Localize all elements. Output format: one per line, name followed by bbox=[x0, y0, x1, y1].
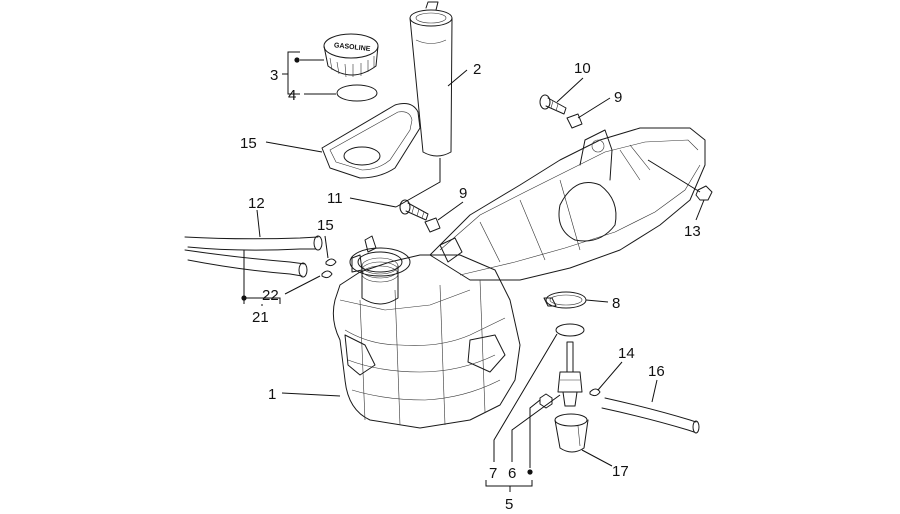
callout-21: 21 bbox=[252, 309, 269, 326]
nut-13 bbox=[695, 185, 713, 201]
clamp-14 bbox=[589, 388, 601, 397]
callout-13: 13 bbox=[684, 223, 701, 240]
leader-lines bbox=[241, 51, 705, 492]
filler-neck bbox=[349, 235, 411, 305]
bolt-11 bbox=[399, 199, 429, 221]
clip-nut-9-lower bbox=[424, 217, 441, 233]
fuel-cap: GASOLINE bbox=[323, 33, 379, 78]
filler-tray bbox=[321, 103, 421, 179]
clip-nut-9-upper bbox=[566, 113, 583, 129]
callout-11: 11 bbox=[327, 190, 343, 207]
callout-dot-3 bbox=[294, 57, 300, 63]
cap-o-ring bbox=[336, 84, 378, 102]
clamp-8 bbox=[543, 291, 587, 309]
callout-dot-21 bbox=[241, 295, 247, 301]
o-ring-7 bbox=[555, 323, 585, 337]
callout-4: 4 bbox=[288, 87, 296, 104]
callout-17: 17 bbox=[612, 463, 629, 480]
callout-10: 10 bbox=[574, 60, 591, 77]
callout-16: 16 bbox=[648, 363, 665, 380]
filler-tube bbox=[409, 1, 453, 157]
fuel-tap-6 bbox=[557, 341, 583, 407]
fuel-tank-body bbox=[332, 127, 706, 429]
callout-dot-5 bbox=[527, 469, 533, 475]
bolt-10 bbox=[539, 94, 567, 115]
callout-6: 6 bbox=[508, 465, 516, 482]
callout-15-lower: 15 bbox=[317, 217, 334, 234]
callout-2: 2 bbox=[473, 61, 481, 78]
callout-12: 12 bbox=[248, 195, 265, 212]
callout-15-top: 15 bbox=[240, 135, 257, 152]
callout-1: 1 bbox=[268, 386, 276, 403]
callout-numbers: 2 3 4 15 10 9 11 9 12 15 13 22 21 8 1 14… bbox=[240, 60, 701, 513]
fuel-hose-16 bbox=[601, 397, 700, 434]
filter-cup-17 bbox=[554, 413, 589, 453]
callout-9-upper: 9 bbox=[614, 89, 622, 106]
callout-5: 5 bbox=[505, 496, 513, 513]
callout-3: 3 bbox=[270, 67, 278, 84]
cap-gasoline-label: GASOLINE bbox=[334, 42, 371, 53]
callout-22: 22 bbox=[262, 287, 279, 304]
nut-6 bbox=[539, 393, 553, 409]
callout-9-lower: 9 bbox=[459, 185, 467, 202]
callout-8: 8 bbox=[612, 295, 620, 312]
callout-7: 7 bbox=[489, 465, 497, 482]
hose-clamps bbox=[321, 258, 337, 279]
callout-14: 14 bbox=[618, 345, 635, 362]
vent-hoses bbox=[184, 235, 323, 278]
